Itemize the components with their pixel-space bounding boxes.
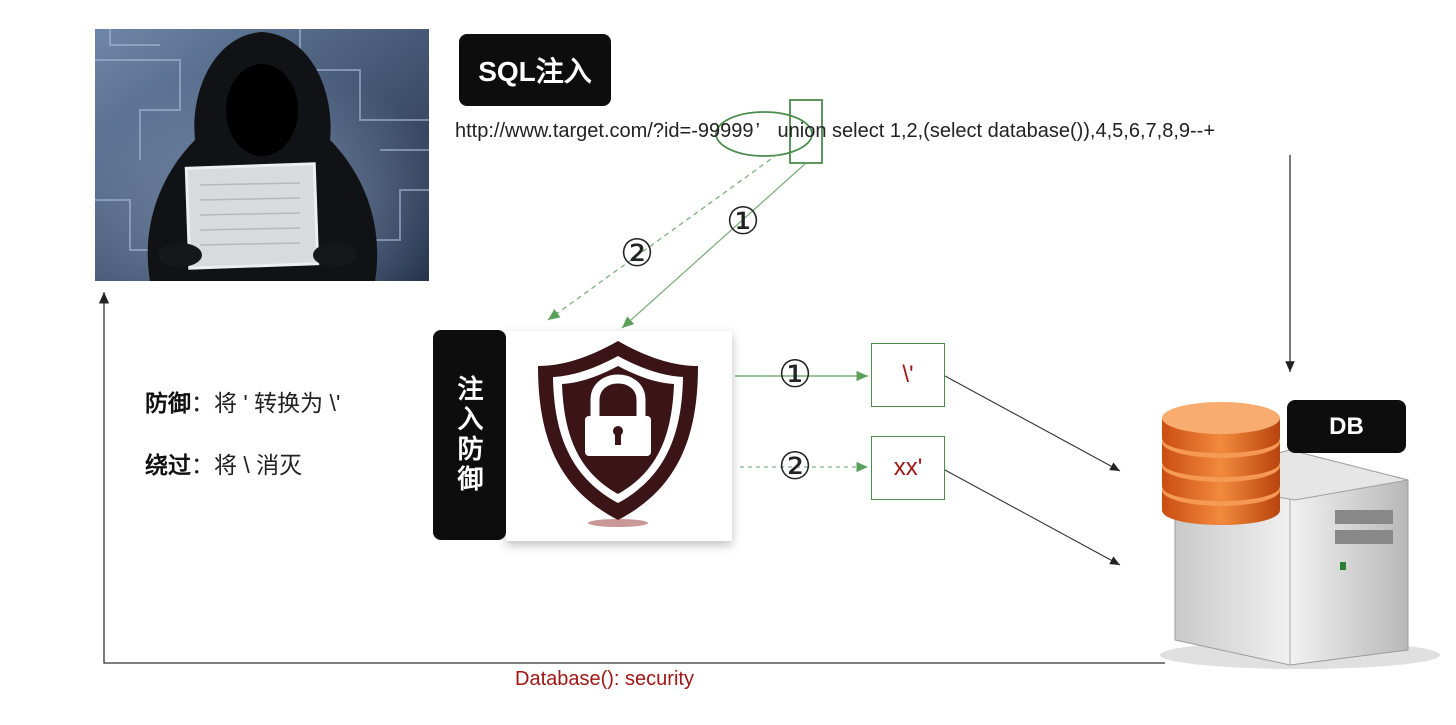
quote-highlight-box xyxy=(789,99,823,164)
sql-injection-badge: SQL注入 xyxy=(459,34,611,106)
hacker-image xyxy=(95,29,429,281)
bypass-quote-box: xx' xyxy=(871,436,945,500)
defense-text: ：将 ' 转换为 \' xyxy=(191,390,341,416)
escaped-quote-text: \' xyxy=(902,361,914,388)
step-marker-two-right: ② xyxy=(778,444,812,488)
step-one-line xyxy=(621,163,806,329)
shield-lock-icon xyxy=(538,341,698,527)
feedback-arrow xyxy=(98,292,1165,664)
bypass-quote-text: xx' xyxy=(893,454,923,481)
param-highlight-ellipse xyxy=(715,111,813,157)
url-quote: ’ xyxy=(755,120,760,142)
database-server-icon xyxy=(1160,402,1440,669)
bypass-term: 绕过 xyxy=(145,452,191,478)
step-marker-two-top: ② xyxy=(620,231,654,275)
bypass-note: 绕过：将 \ 消灭 xyxy=(145,446,302,480)
database-result: Database(): security xyxy=(515,668,694,690)
defense-note: 防御：将 ' 转换为 \' xyxy=(145,384,340,418)
defense-vertical-label: 注入防御 xyxy=(433,330,506,540)
url-prefix: http://www.target.com/?id= xyxy=(455,120,692,142)
sql-injection-badge-label: SQL注入 xyxy=(478,56,592,87)
url-param: -99999 xyxy=(691,120,754,142)
step-marker-one-right: ① xyxy=(778,352,812,396)
bypass-to-db-arrow xyxy=(944,469,1121,566)
bypass-text: ：将 \ 消灭 xyxy=(191,452,303,478)
injection-url: http://www.target.com/?id=-99999’ union … xyxy=(455,120,1215,143)
url-suffix: union select 1,2,(select database()),4,5… xyxy=(771,120,1215,142)
step-marker-one-top: ① xyxy=(726,199,760,243)
escaped-quote-box: \' xyxy=(871,343,945,407)
db-badge-label: DB xyxy=(1329,412,1364,440)
escape-to-db-arrow xyxy=(944,375,1121,472)
db-badge: DB xyxy=(1287,400,1406,453)
defense-term: 防御 xyxy=(145,390,191,416)
step-two-dashed-line xyxy=(547,153,779,321)
